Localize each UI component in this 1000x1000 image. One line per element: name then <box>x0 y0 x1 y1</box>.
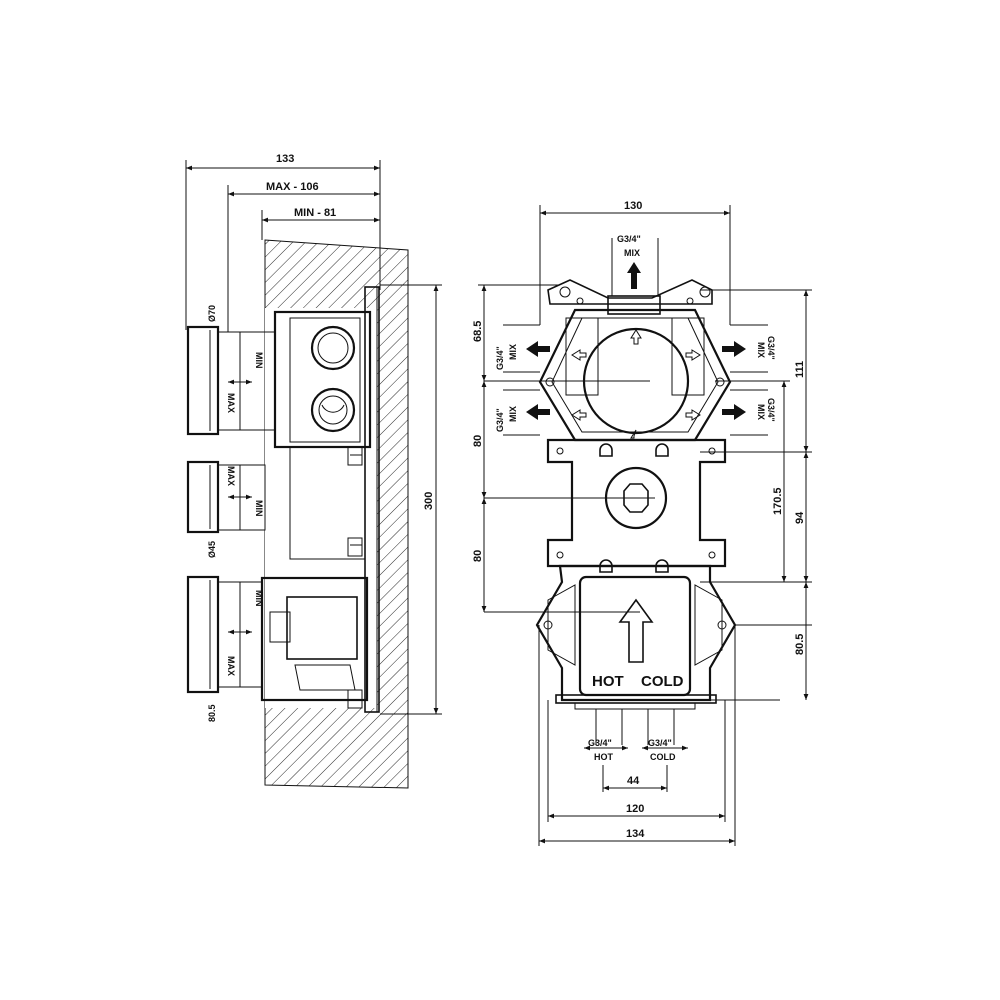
right-upper-mix: MIX <box>756 342 766 358</box>
dim-width-134: 134 <box>626 828 645 840</box>
side-view: MIN MAX MAX MIN MIN MAX 133 MAX - 106 MI… <box>185 153 442 789</box>
wall-cavity <box>265 308 377 708</box>
dim-80-5: 80.5 <box>794 634 806 655</box>
dim-lower-80: 80 <box>472 550 484 562</box>
cold-thread-label: G3/4" <box>648 738 672 748</box>
dim-top-width: 130 <box>624 200 642 212</box>
dim-94: 94 <box>794 511 806 524</box>
dim-width-120: 120 <box>626 803 644 815</box>
bottom-cylinder <box>186 575 220 694</box>
label-max-1: MAX <box>226 393 236 413</box>
flow-arrow-icon <box>618 598 654 663</box>
dim-top-offset: 68.5 <box>472 321 484 342</box>
front-view: HOT COLD G3/4" MIX G3/4" MIX G3/ <box>472 200 812 846</box>
right-lower-outlet-arrow <box>722 404 746 420</box>
left-upper-thread: G3/4" <box>495 346 505 370</box>
label-min-2: MIN <box>254 500 264 517</box>
label-min-3: MIN <box>254 590 264 607</box>
label-cold-inlet: COLD <box>650 752 676 762</box>
left-lower-mix: MIX <box>508 406 518 422</box>
dim-height: 300 <box>423 492 435 510</box>
lower-housing <box>535 564 737 702</box>
right-upper-thread: G3/4" <box>766 336 776 360</box>
top-cylinder <box>186 325 220 436</box>
right-lower-thread: G3/4" <box>766 398 776 422</box>
top-mix-label: MIX <box>624 248 640 258</box>
dim-overall-depth: 133 <box>276 153 294 165</box>
dim-111: 111 <box>794 361 806 378</box>
right-upper-outlet-arrow <box>722 341 746 357</box>
label-cold-inner: COLD <box>641 673 684 690</box>
top-thread-label: G3/4" <box>617 234 641 244</box>
dim-inlet-spacing: 44 <box>627 775 640 787</box>
dim-mid-diameter: Ø45 <box>207 541 217 558</box>
dim-170-5: 170.5 <box>772 487 784 515</box>
dim-upper-80: 80 <box>472 435 484 447</box>
label-max-2: MAX <box>226 466 236 486</box>
left-lower-outlet-arrow <box>526 404 550 420</box>
label-hot-inlet: HOT <box>594 752 614 762</box>
label-hot-inner: HOT <box>592 673 624 690</box>
dim-top-diameter: Ø70 <box>207 305 217 322</box>
hot-thread-label: G3/4" <box>588 738 612 748</box>
right-lower-mix: MIX <box>756 404 766 420</box>
label-min-1: MIN <box>254 352 264 369</box>
middle-frame <box>546 438 727 568</box>
left-lower-thread: G3/4" <box>495 408 505 432</box>
left-upper-mix: MIX <box>508 344 518 360</box>
label-max-3: MAX <box>226 656 236 676</box>
dim-min-depth: MIN - 81 <box>294 207 336 219</box>
dim-bottom-offset: 80.5 <box>207 704 217 722</box>
left-upper-outlet-arrow <box>526 341 550 357</box>
middle-cylinder <box>186 460 220 534</box>
top-outlet-arrow <box>627 262 641 289</box>
top-bracket <box>547 279 713 305</box>
dim-max-depth: MAX - 106 <box>266 181 319 193</box>
